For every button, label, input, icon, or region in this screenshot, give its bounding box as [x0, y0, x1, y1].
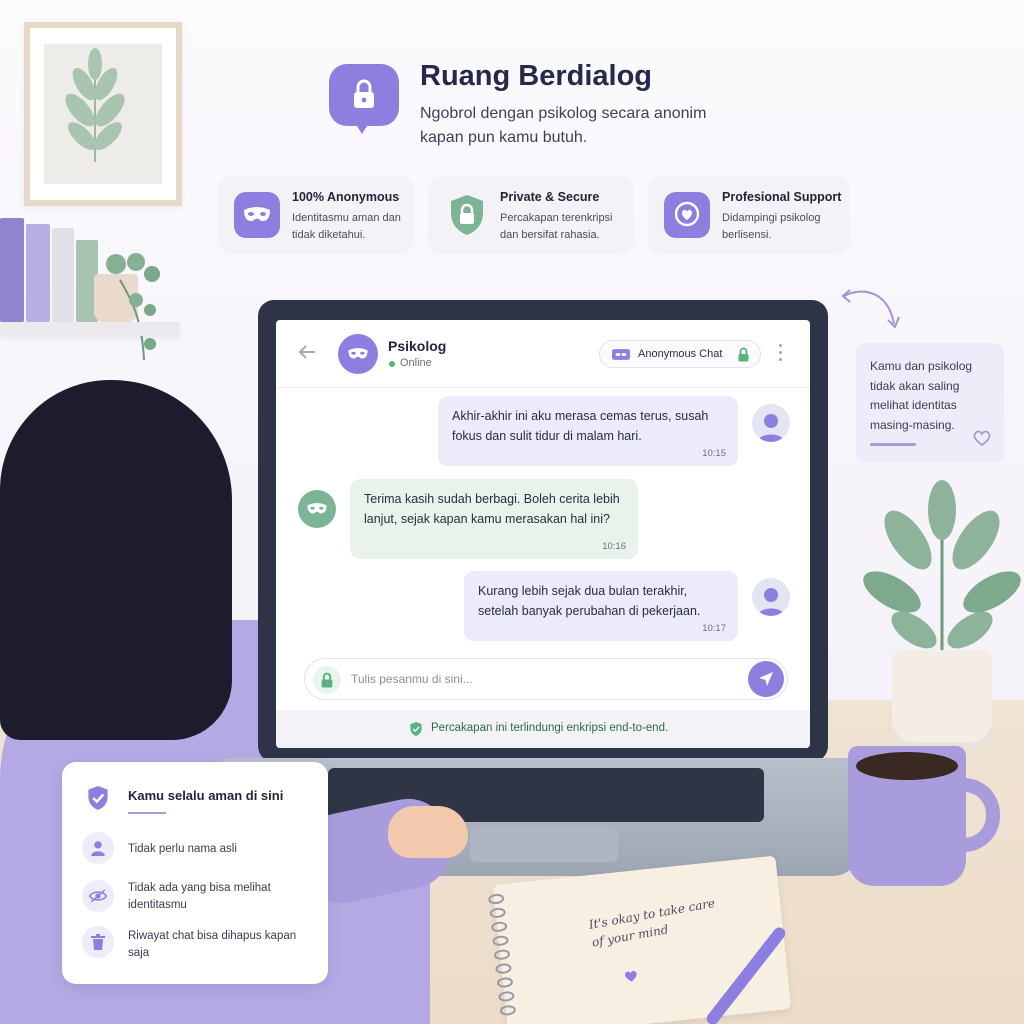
- divider: [128, 812, 166, 814]
- feature-title: Profesional Support: [722, 190, 842, 204]
- coffee-surface: [856, 752, 958, 780]
- feature-card-private: Private & Secure Percakapan terenkripsi …: [428, 176, 634, 254]
- mask-icon: [234, 192, 280, 238]
- person-hand: [388, 806, 468, 858]
- message-text: Terima kasih sudah berbagi. Boleh cerita…: [364, 492, 620, 526]
- encryption-notice: Percakapan ini terlindungi enkripsi end-…: [276, 710, 810, 748]
- wall-shelf: [0, 322, 180, 336]
- mask-icon: [348, 348, 368, 359]
- bookshelf-books: [0, 218, 100, 322]
- feature-description: Percakapan terenkripsi dan bersifat raha…: [500, 212, 613, 241]
- mask-icon: [307, 503, 327, 514]
- potted-plant-icon: [863, 480, 1021, 666]
- mask-icon: [612, 349, 630, 360]
- user-icon: [758, 414, 784, 442]
- safety-item-text: Tidak perlu nama asli: [128, 843, 237, 855]
- curved-arrow-icon: [841, 289, 900, 329]
- message-time: 10:15: [702, 448, 726, 459]
- message-text: Kurang lebih sejak dua bulan terakhir, s…: [478, 584, 701, 618]
- hanging-plant-icon: [106, 253, 160, 361]
- message-bubble-user: Akhir-akhir ini aku merasa cemas terus, …: [438, 396, 738, 466]
- user-avatar: [752, 404, 790, 442]
- safety-card-title: Kamu selalu aman di sini: [128, 788, 284, 803]
- shield-check-icon: [88, 786, 108, 810]
- safety-item-text: Tidak ada yang bisa melihat identitasmu: [128, 882, 271, 911]
- chat-window: Psikolog Online Anonymous Chat Akhir-akh…: [276, 320, 810, 748]
- psikolog-avatar: [298, 490, 336, 528]
- app-title: Ruang Berdialog: [420, 60, 653, 92]
- feature-title: 100% Anonymous: [292, 190, 400, 204]
- message-composer: [304, 658, 788, 700]
- feature-card-anonymous: 100% Anonymous Identitasmu aman dan tida…: [218, 176, 414, 254]
- shield-check-icon: [410, 722, 422, 736]
- side-note-text: Kamu dan psikolog tidak akan saling meli…: [870, 359, 973, 432]
- trash-icon: [82, 926, 114, 958]
- plant-pot: [892, 650, 992, 750]
- user-icon: [82, 832, 114, 864]
- eye-off-icon: [82, 880, 114, 912]
- feature-card-support: Profesional Support Didampingi psikolog …: [648, 176, 850, 254]
- message-text: Akhir-akhir ini aku merasa cemas terus, …: [452, 409, 709, 443]
- send-icon: [759, 672, 773, 686]
- feature-description: Didampingi psikolog berlisensi.: [722, 212, 821, 241]
- message-bubble-psikolog: Terima kasih sudah berbagi. Boleh cerita…: [350, 479, 638, 559]
- message-input[interactable]: [351, 669, 731, 689]
- divider: [870, 443, 916, 446]
- notebook-spiral-icon: [488, 893, 516, 1016]
- heart-chat-icon: [664, 192, 710, 238]
- leaf-illustration-icon: [65, 48, 125, 162]
- message-time: 10:16: [602, 541, 626, 552]
- feature-title: Private & Secure: [500, 190, 600, 204]
- shield-lock-icon: [444, 192, 490, 238]
- contact-status: Online: [400, 357, 432, 369]
- app-subtitle: Ngobrol dengan psikolog secara anonim ka…: [420, 105, 707, 146]
- message-bubble-user: Kurang lebih sejak dua bulan terakhir, s…: [464, 571, 738, 641]
- anonymous-chat-label: Anonymous Chat: [638, 348, 723, 360]
- encryption-notice-text: Percakapan ini terlindungi enkripsi end-…: [431, 722, 669, 734]
- notebook-text: It's okay to take care of your mind: [587, 895, 717, 950]
- person-hair: [0, 380, 232, 740]
- notebook: It's okay to take care of your mind: [488, 855, 792, 1024]
- lock-icon: [313, 666, 341, 694]
- user-avatar: [752, 578, 790, 616]
- identity-side-note: Kamu dan psikolog tidak akan saling meli…: [856, 343, 1004, 463]
- chat-header: Psikolog Online Anonymous Chat: [276, 320, 810, 388]
- message-time: 10:17: [702, 623, 726, 634]
- lock-icon: [738, 347, 749, 362]
- user-icon: [758, 588, 784, 616]
- psikolog-avatar: [338, 334, 378, 374]
- contact-name: Psikolog: [388, 338, 447, 354]
- back-arrow-icon[interactable]: [298, 344, 316, 360]
- heart-icon: [973, 430, 991, 446]
- online-status-dot: [389, 361, 395, 367]
- feature-description: Identitasmu aman dan tidak diketahui.: [292, 212, 401, 241]
- more-options-icon[interactable]: [779, 344, 783, 365]
- safety-item-text: Riwayat chat bisa dihapus kapan saja: [128, 930, 297, 959]
- laptop-trackpad: [470, 826, 618, 862]
- anonymous-chat-badge[interactable]: Anonymous Chat: [599, 340, 761, 368]
- send-button[interactable]: [748, 661, 784, 697]
- lock-icon: [354, 79, 374, 108]
- safety-card: Kamu selalu aman di sini Tidak perlu nam…: [62, 762, 328, 984]
- heart-icon: [624, 971, 637, 982]
- wall-picture-frame: [24, 22, 182, 206]
- app-logo-tail: [352, 118, 372, 134]
